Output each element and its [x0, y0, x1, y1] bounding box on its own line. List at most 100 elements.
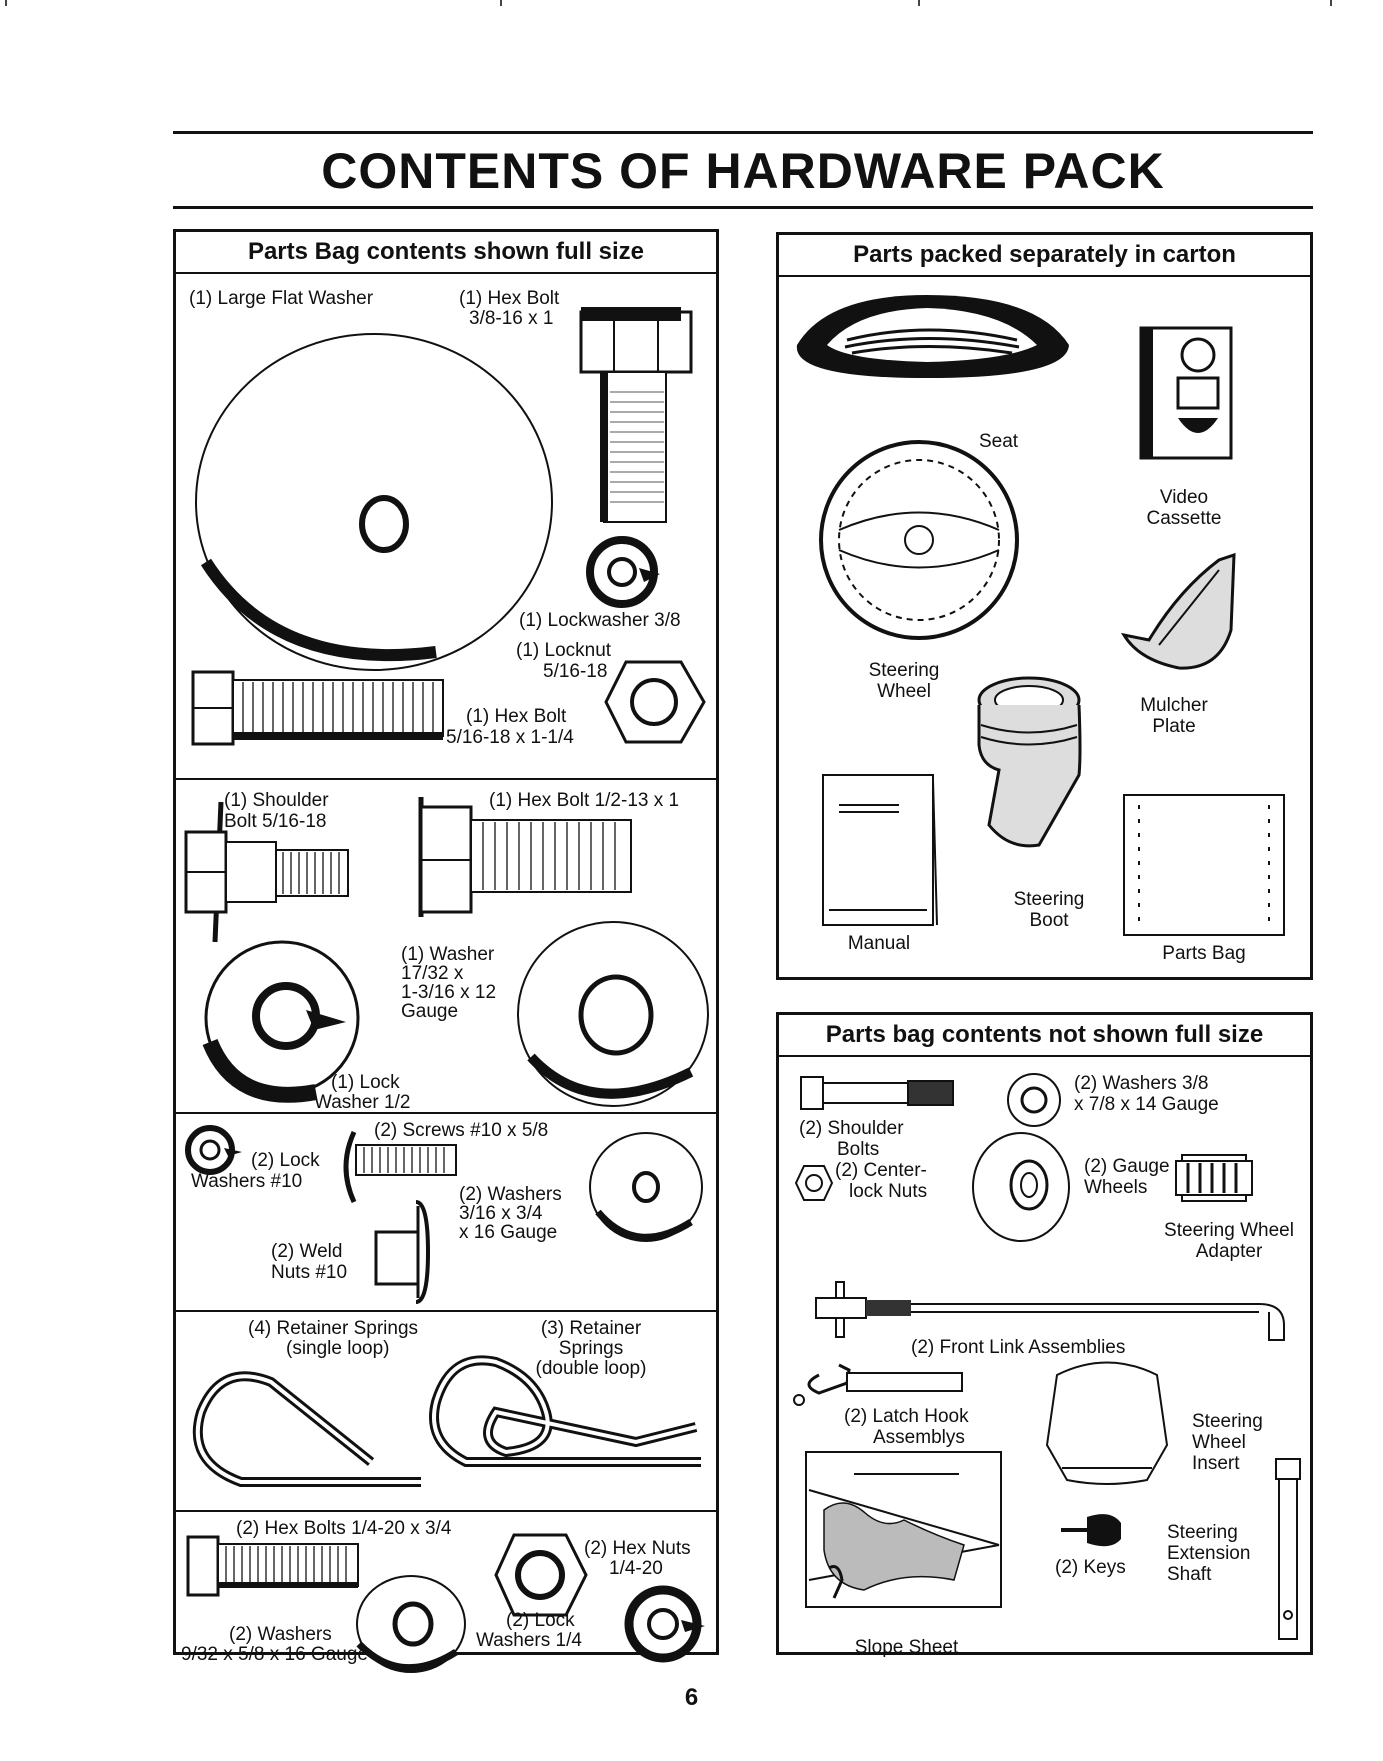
steering-boot-label1: Steering	[1013, 889, 1085, 910]
washers-3-16-gauge: x 16 Gauge	[459, 1222, 558, 1243]
steering-wheel-label1: Steering	[868, 660, 940, 681]
washers-3-8-drawing	[1007, 1073, 1061, 1127]
steering-wheel-insert-label1: Steering	[1192, 1411, 1263, 1432]
front-link-assemblies-label: (2) Front Link Assemblies	[911, 1337, 1126, 1358]
parts-bag-full-size-box: Parts Bag contents shown full size (1) L…	[173, 229, 719, 1673]
key-drawing	[1061, 1514, 1121, 1547]
steering-wheel-label2: Wheel	[877, 681, 931, 702]
shoulder-bolt-size: Bolt 5/16-18	[224, 811, 327, 832]
parts-bag-not-full-size-box: Parts bag contents not shown full size (…	[776, 1012, 1313, 1658]
video-cassette-label1: Video	[1159, 487, 1209, 508]
retainer-spring-double-drawing	[429, 1355, 701, 1467]
steering-extension-shaft-label3: Shaft	[1167, 1564, 1212, 1585]
section-divider	[176, 778, 716, 780]
weld-nut-10-drawing	[374, 1200, 431, 1304]
large-flat-washer-label: (1) Large Flat Washer	[189, 288, 374, 309]
front-link-assembly-drawing	[815, 1281, 1285, 1341]
locknut-drawing	[604, 660, 706, 744]
washers-9-32-size: 9/32 x 5/8 x 16 Gauge	[181, 1644, 368, 1665]
steering-extension-shaft-label1: Steering	[1167, 1522, 1238, 1543]
parts-bag-label: Parts Bag	[1162, 943, 1246, 964]
scan-mark	[918, 0, 920, 6]
retainer-double-desc1: Springs	[558, 1338, 624, 1359]
washers-3-8-size: x 7/8 x 14 Gauge	[1074, 1094, 1219, 1115]
slope-sheet-label: Slope Sheet	[854, 1637, 959, 1658]
title-rule-bottom	[173, 206, 1313, 209]
mulcher-plate-label1: Mulcher	[1140, 695, 1208, 716]
mulcher-plate-label2: Plate	[1152, 716, 1196, 737]
screw-10-drawing	[343, 1130, 457, 1204]
screws-10-label: (2) Screws #10 x 5/8	[374, 1120, 549, 1141]
retainer-single-desc: (single loop)	[286, 1338, 390, 1359]
lock-washer-10-size: Washers #10	[191, 1171, 303, 1192]
lock-washer-1-4-drawing	[624, 1585, 705, 1663]
weld-nuts-size: Nuts #10	[271, 1262, 348, 1283]
locknut-size: 5/16-18	[543, 661, 608, 682]
hex-bolt-5-16-drawing	[191, 670, 444, 746]
locknut-label: (1) Locknut	[516, 640, 612, 661]
scan-mark	[500, 0, 502, 6]
hex-bolt-1-2-drawing	[418, 797, 632, 917]
washers-3-16-size: 3/16 x 3/4	[459, 1203, 543, 1224]
latch-hook-drawing	[793, 1363, 963, 1406]
lock-washers-1-4-size: Washers 1/4	[476, 1630, 582, 1651]
lock-washers-1-4-label: (2) Lock	[506, 1610, 575, 1631]
hex-bolt-1-2-label: (1) Hex Bolt 1/2-13 x 1	[489, 790, 680, 811]
page-number: 6	[684, 1684, 699, 1711]
manual-drawing	[822, 774, 938, 926]
washer-17-32-drawing	[517, 921, 709, 1107]
hex-nuts-1-4-label: (2) Hex Nuts	[584, 1538, 691, 1559]
manual-label: Manual	[847, 933, 911, 954]
parts-bag-not-full-size-heading: Parts bag contents not shown full size	[779, 1015, 1310, 1057]
steering-wheel-adapter-drawing	[1175, 1154, 1253, 1202]
washers-3-16-label: (2) Washers	[459, 1184, 562, 1205]
retainer-single-label: (4) Retainer Springs	[248, 1318, 419, 1339]
steering-wheel-insert-label2: Wheel	[1192, 1432, 1246, 1453]
shoulder-bolts-small-label2: Bolts	[837, 1139, 880, 1160]
centerlock-nuts-label2: lock Nuts	[849, 1181, 928, 1202]
gauge-wheel-drawing	[972, 1132, 1070, 1242]
hex-bolt-a-size: 3/8-16 x 1	[469, 308, 554, 329]
seat-drawing	[796, 295, 1069, 378]
lockwasher-label: (1) Lockwasher 3/8	[519, 610, 681, 631]
shoulder-bolt-label: (1) Shoulder	[224, 790, 329, 811]
steering-wheel-adapter-label1: Steering Wheel	[1164, 1220, 1294, 1241]
hex-bolt-b-size: 5/16-18 x 1-1/4	[446, 727, 574, 748]
lock-washer-1-2-drawing	[202, 940, 360, 1103]
slope-sheet-drawing	[805, 1451, 1002, 1608]
seat-label: Seat	[979, 431, 1019, 452]
steering-extension-shaft-label2: Extension	[1167, 1543, 1251, 1564]
hex-bolt-a-label: (1) Hex Bolt	[459, 288, 560, 309]
shoulder-bolts-small-drawing	[800, 1076, 954, 1110]
steering-boot-drawing	[977, 676, 1082, 848]
hex-bolt-1-4-drawing	[186, 1535, 359, 1597]
centerlock-nuts-label1: (2) Center-	[835, 1160, 927, 1181]
gauge-wheels-label2: Wheels	[1084, 1177, 1148, 1198]
video-cassette-drawing	[1139, 326, 1233, 460]
retainer-spring-single-drawing	[192, 1371, 421, 1487]
title-rule-top	[173, 131, 1313, 134]
washers-3-8-label: (2) Washers 3/8	[1074, 1073, 1209, 1094]
hex-nut-1-4-drawing	[494, 1533, 588, 1617]
lock-washer-10-label: (2) Lock	[251, 1150, 320, 1171]
hex-nuts-1-4-size: 1/4-20	[609, 1558, 663, 1579]
latch-hook-label1: (2) Latch Hook	[844, 1406, 969, 1427]
washers-9-32-label: (2) Washers	[229, 1624, 332, 1645]
weld-nuts-label: (2) Weld	[271, 1241, 343, 1262]
scan-mark	[1330, 0, 1332, 6]
lockwasher-3-8-drawing	[586, 536, 660, 608]
steering-wheel-insert-label3: Insert	[1192, 1453, 1240, 1474]
page-title: CONTENTS OF HARDWARE PACK	[321, 143, 1165, 199]
retainer-double-label: (3) Retainer	[540, 1318, 642, 1339]
hex-bolt-3-8-drawing	[579, 307, 693, 523]
steering-wheel-adapter-label2: Adapter	[1195, 1241, 1263, 1262]
steering-extension-shaft-drawing	[1275, 1458, 1301, 1640]
section-divider	[176, 1112, 716, 1114]
shoulder-bolt-drawing	[184, 801, 349, 943]
mulcher-plate-drawing	[1120, 552, 1236, 670]
washer-3-16-drawing	[589, 1132, 703, 1242]
hex-bolt-b-label: (1) Hex Bolt	[466, 706, 567, 727]
section-divider	[176, 1510, 716, 1512]
lock-washer-1-2-size: Washer 1/2	[314, 1092, 411, 1113]
washer-17-32-gauge: Gauge	[401, 1001, 459, 1022]
